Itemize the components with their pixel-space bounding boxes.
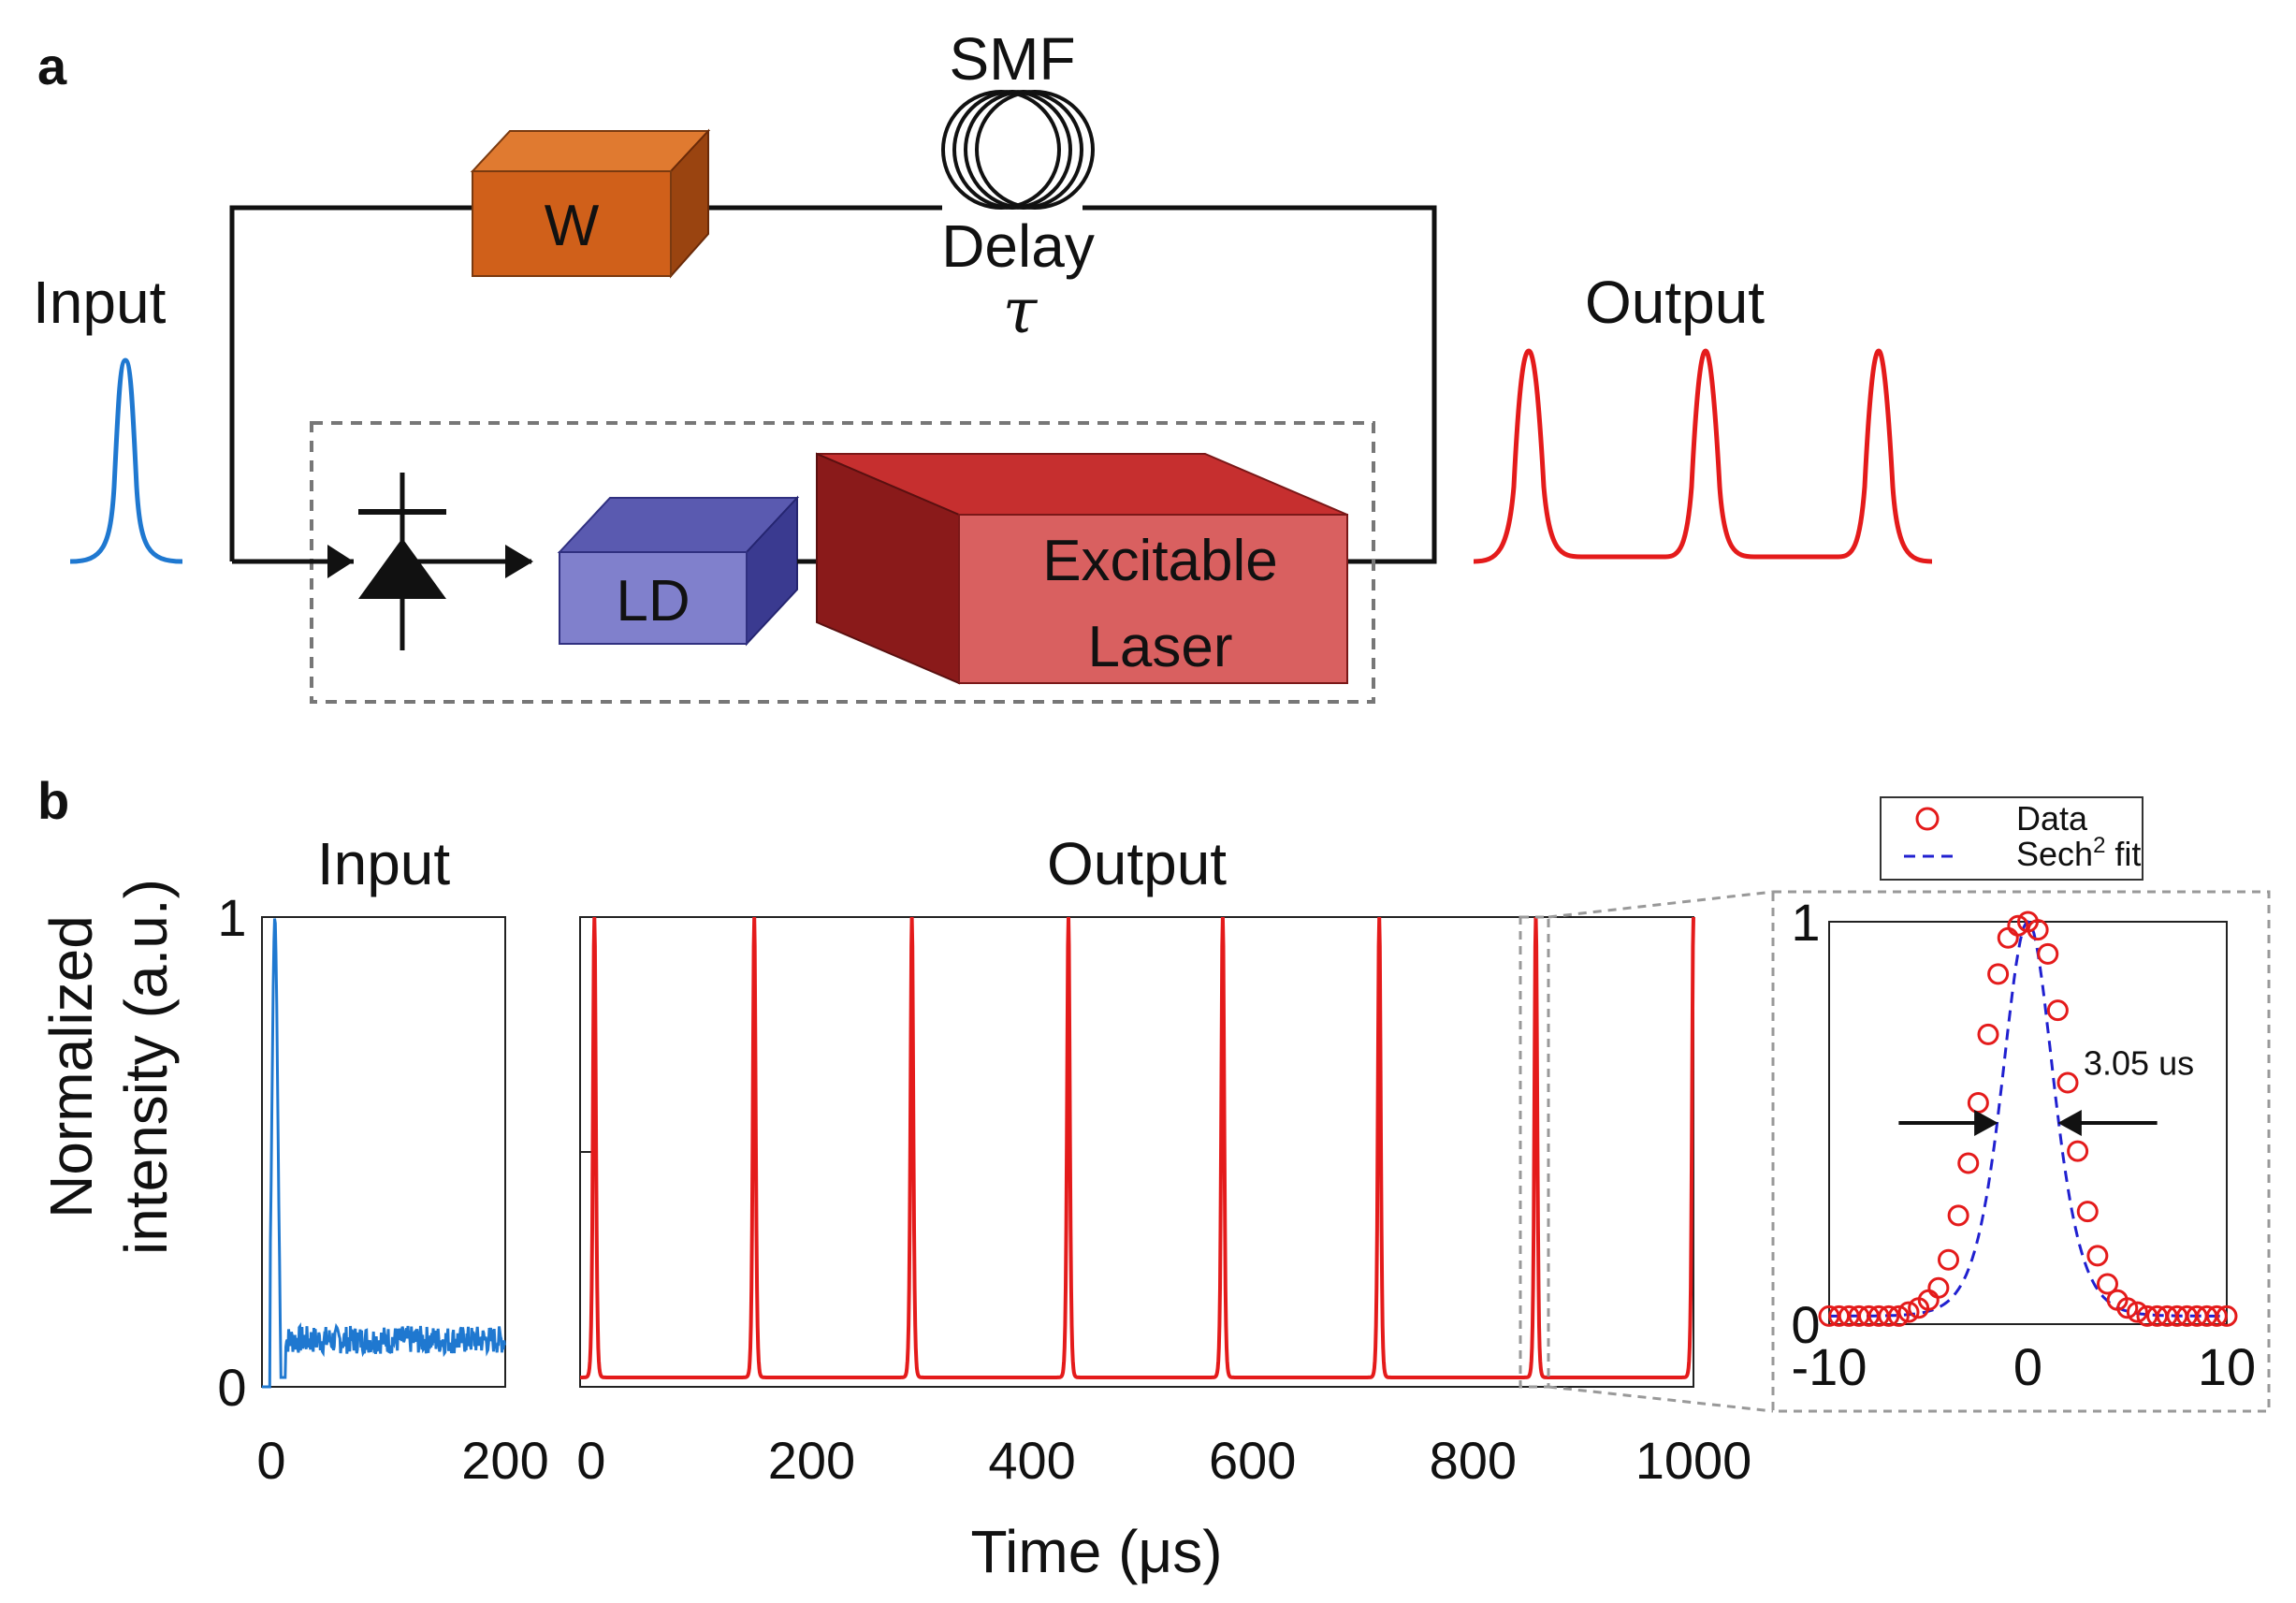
input-label: Input xyxy=(33,269,167,336)
axes-frame xyxy=(261,916,506,1388)
x-tick-label: 0 xyxy=(256,1431,285,1490)
data-point xyxy=(1967,1092,1989,1114)
smf-fiber-coil-icon xyxy=(941,90,1095,210)
photodiode-icon xyxy=(232,473,533,650)
x-tick-label: 200 xyxy=(461,1431,548,1490)
w-attenuator-box: W xyxy=(470,128,711,279)
data-point xyxy=(2027,919,2049,941)
laser-label-line2: Laser xyxy=(1087,615,1232,679)
data-point xyxy=(2076,1201,2099,1223)
data-point xyxy=(1887,1304,1910,1327)
excitable-laser-box: Excitable Laser xyxy=(816,452,1348,685)
data-point xyxy=(2067,1140,2089,1162)
output-plot: Output 0 200 400 600 800 1000 xyxy=(576,830,1751,1490)
legend-fit-label-suffix: fit xyxy=(2105,835,2141,873)
x-axis-label: Time (μs) xyxy=(970,1518,1222,1585)
output-trace xyxy=(580,916,1695,1379)
x-tick-label: 1000 xyxy=(1635,1431,1752,1490)
axes-frame xyxy=(1828,921,2228,1325)
data-point xyxy=(1878,1304,1900,1327)
data-point xyxy=(2205,1304,2228,1327)
ld-label: LD xyxy=(616,569,690,634)
y-tick-label: 0 xyxy=(1791,1295,1820,1354)
fwhm-arrowhead-left xyxy=(1974,1110,1998,1136)
panel-a-letter: a xyxy=(37,36,67,95)
w-label: W xyxy=(545,194,600,258)
data-point xyxy=(1927,1276,1950,1299)
y-axis-label-line2: intensity (a.u.) xyxy=(112,879,180,1255)
y-tick-label: 1 xyxy=(1791,893,1820,952)
legend-data-marker xyxy=(1915,807,1940,831)
data-point xyxy=(2037,942,2059,965)
data-point xyxy=(2046,999,2069,1022)
feedback-loop-wire xyxy=(229,205,1437,564)
input-trace xyxy=(262,918,506,1389)
x-tick-label: 10 xyxy=(2198,1337,2256,1396)
zoom-connector-lines xyxy=(1519,890,2271,1413)
input-pulse xyxy=(69,357,183,564)
y-tick-label: 1 xyxy=(217,888,246,947)
output-label: Output xyxy=(1585,269,1765,336)
input-plot-title: Input xyxy=(317,830,451,897)
data-point xyxy=(1897,1301,1920,1323)
data-point xyxy=(1997,926,2019,949)
x-tick-label: -10 xyxy=(1792,1337,1867,1396)
data-point xyxy=(2116,1297,2139,1319)
delay-label: Delay xyxy=(941,212,1095,280)
data-point xyxy=(2086,1245,2109,1267)
x-tick-label: 0 xyxy=(576,1431,605,1490)
smf-label: SMF xyxy=(949,25,1075,93)
x-tick-label: 400 xyxy=(988,1431,1075,1490)
axes-frame xyxy=(579,916,1694,1388)
legend-box xyxy=(1880,796,2143,881)
data-point xyxy=(2216,1304,2238,1327)
data-point xyxy=(1987,963,2010,985)
legend-fit-label: Sech2 fit xyxy=(2016,833,2141,873)
x-tick-label: 800 xyxy=(1430,1431,1517,1490)
legend-fit-label-main: Sech xyxy=(2016,835,2093,873)
laser-label-line1: Excitable xyxy=(1042,529,1278,593)
input-plot: Input 0 200 1 0 xyxy=(217,830,548,1490)
output-pulse-train xyxy=(1473,348,1933,564)
legend-fit-label-superscript: 2 xyxy=(2093,833,2105,858)
data-point xyxy=(2007,914,2029,937)
data-point xyxy=(2097,1273,2118,1295)
fwhm-annotation: 3.05 us xyxy=(2084,1043,2194,1082)
x-tick-label: 200 xyxy=(768,1431,855,1490)
data-point xyxy=(1938,1248,1959,1271)
output-plot-title: Output xyxy=(1047,830,1227,897)
data-point xyxy=(1977,1023,1999,1045)
y-axis-label-line1: Normalized xyxy=(37,915,105,1218)
tau-label: τ xyxy=(1003,275,1039,347)
ld-laser-diode-box: LD xyxy=(557,495,800,647)
data-point xyxy=(1957,1152,1980,1174)
fwhm-arrowhead-right xyxy=(2057,1110,2082,1136)
sech2-fit-line xyxy=(1829,920,2227,1318)
y-tick-label: 0 xyxy=(217,1358,246,1417)
legend-data-label: Data xyxy=(2016,799,2088,838)
data-point xyxy=(2126,1301,2148,1323)
data-point xyxy=(1947,1204,1969,1227)
panel-b-letter: b xyxy=(37,771,69,830)
x-tick-label: 600 xyxy=(1209,1431,1296,1490)
data-point xyxy=(2056,1071,2079,1094)
x-tick-label: 0 xyxy=(2013,1337,2042,1396)
